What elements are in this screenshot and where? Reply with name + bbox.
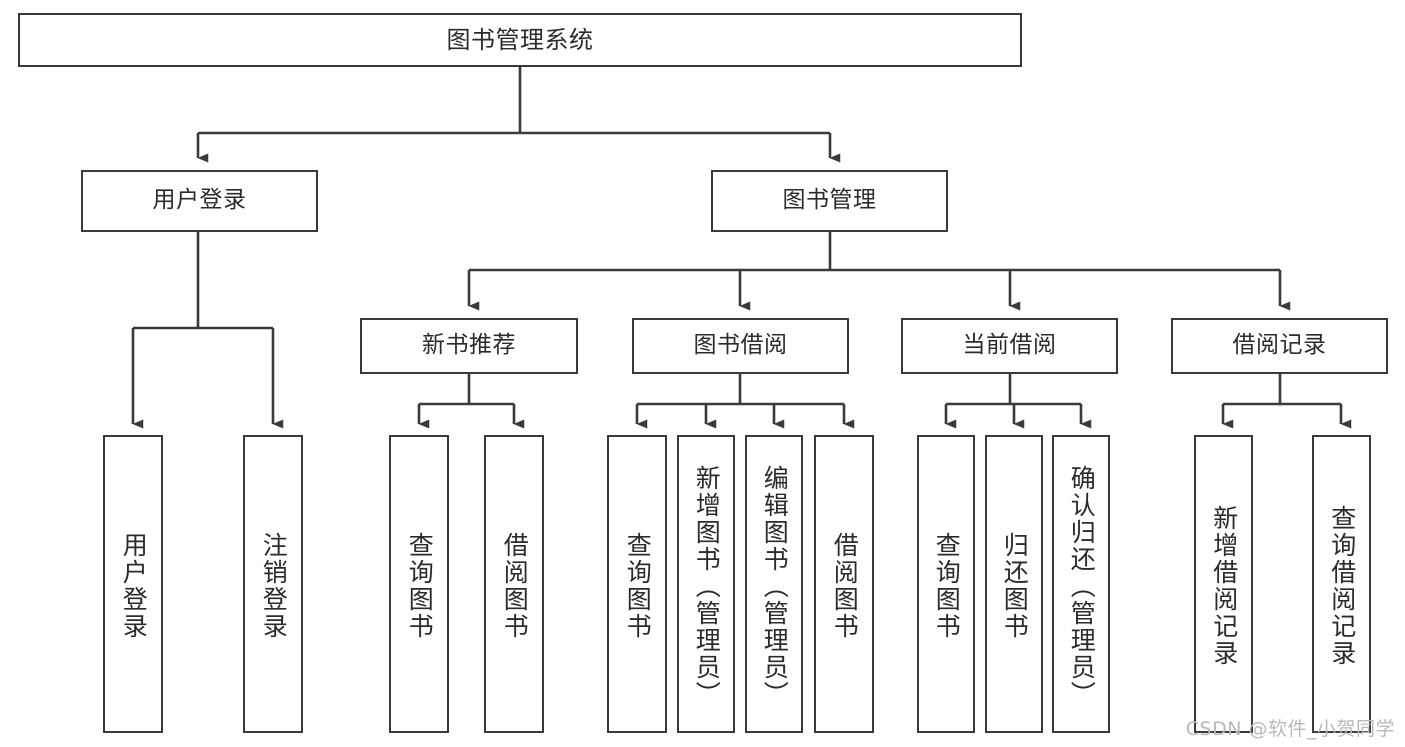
node-label: 查询图书 bbox=[405, 532, 435, 640]
node-leaf-query-book-2[interactable]: 查询图书 bbox=[607, 435, 667, 733]
node-leaf-borrow-book-1[interactable]: 借阅图书 bbox=[484, 435, 544, 733]
node-label: 确认归还（管理员） bbox=[1067, 464, 1097, 708]
node-label: 新书推荐 bbox=[422, 332, 516, 359]
node-label: 图书管理系统 bbox=[446, 25, 594, 54]
node-label: 借阅记录 bbox=[1232, 332, 1327, 359]
node-label: 图书管理 bbox=[782, 187, 877, 214]
node-book-management[interactable]: 图书管理 bbox=[711, 170, 948, 232]
node-label: 用户登录 bbox=[152, 187, 247, 214]
node-label: 查询借阅记录 bbox=[1327, 505, 1357, 667]
node-label: 编辑图书（管理员） bbox=[760, 464, 790, 708]
node-current-borrow[interactable]: 当前借阅 bbox=[901, 318, 1118, 374]
node-leaf-user-login[interactable]: 用户登录 bbox=[103, 435, 163, 733]
node-label: 借阅图书 bbox=[830, 532, 860, 640]
node-leaf-return-book[interactable]: 归还图书 bbox=[985, 435, 1043, 733]
node-label: 查询图书 bbox=[623, 532, 653, 640]
node-borrow-record[interactable]: 借阅记录 bbox=[1171, 318, 1388, 374]
node-leaf-query-record[interactable]: 查询借阅记录 bbox=[1312, 435, 1371, 733]
node-label: 用户登录 bbox=[119, 532, 149, 640]
node-label: 查询图书 bbox=[932, 532, 962, 640]
node-user-login[interactable]: 用户登录 bbox=[81, 170, 318, 232]
node-label: 借阅图书 bbox=[500, 532, 530, 640]
node-leaf-confirm-return[interactable]: 确认归还（管理员） bbox=[1052, 435, 1110, 733]
node-label: 注销登录 bbox=[259, 532, 289, 640]
node-label: 归还图书 bbox=[1000, 532, 1030, 640]
node-leaf-add-record[interactable]: 新增借阅记录 bbox=[1194, 435, 1253, 733]
node-new-book-recommend[interactable]: 新书推荐 bbox=[360, 318, 578, 374]
node-leaf-logout-login[interactable]: 注销登录 bbox=[243, 435, 303, 733]
node-label: 图书借阅 bbox=[693, 332, 788, 359]
node-leaf-add-book[interactable]: 新增图书（管理员） bbox=[677, 435, 735, 733]
node-book-borrow[interactable]: 图书借阅 bbox=[632, 318, 849, 374]
node-leaf-borrow-book-2[interactable]: 借阅图书 bbox=[814, 435, 874, 733]
node-leaf-query-book-3[interactable]: 查询图书 bbox=[917, 435, 975, 733]
node-label: 当前借阅 bbox=[962, 332, 1057, 359]
node-leaf-edit-book[interactable]: 编辑图书（管理员） bbox=[745, 435, 803, 733]
node-label: 新增图书（管理员） bbox=[692, 464, 722, 708]
node-root-system[interactable]: 图书管理系统 bbox=[18, 13, 1022, 67]
node-label: 新增借阅记录 bbox=[1209, 505, 1239, 667]
node-leaf-query-book-1[interactable]: 查询图书 bbox=[389, 435, 449, 733]
